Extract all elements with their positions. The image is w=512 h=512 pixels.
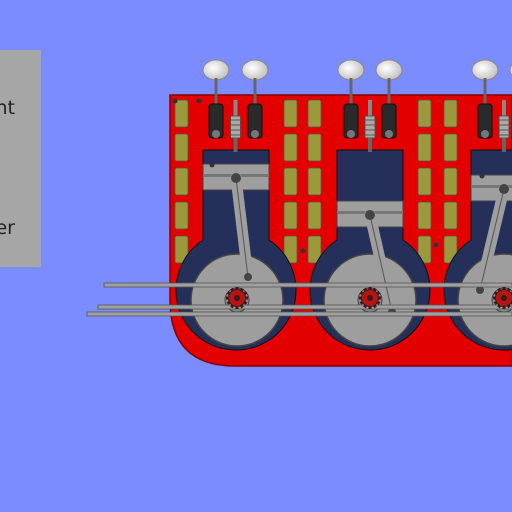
wrist-pin <box>499 184 509 194</box>
cooling-slot <box>307 167 322 196</box>
cooling-slot <box>174 99 189 128</box>
legend-label-1: nt <box>0 97 15 119</box>
cooling-slot <box>417 99 432 128</box>
crank-pin <box>244 273 252 281</box>
crank-pin <box>476 286 484 294</box>
wrist-pin <box>231 173 241 183</box>
valve-stem <box>253 78 257 104</box>
valve-stem <box>214 78 218 104</box>
cooling-slot <box>443 201 458 230</box>
cylinder-unit-3 <box>443 149 512 351</box>
rivet <box>209 162 215 168</box>
spark-plug-tip <box>368 100 372 116</box>
valve-stem <box>349 78 353 104</box>
drive-rods <box>86 282 512 317</box>
cooling-slot <box>417 235 432 264</box>
valve-cap <box>241 59 269 81</box>
cylinder-unit-2 <box>309 149 431 351</box>
cooling-slot <box>417 167 432 196</box>
rivets <box>172 98 485 254</box>
valve-stem <box>387 78 391 104</box>
cooling-slot <box>174 133 189 162</box>
wrist-pin <box>365 210 375 220</box>
valve-icon <box>337 59 365 139</box>
valves <box>202 59 512 152</box>
cooling-slot <box>443 133 458 162</box>
connecting-rod-edge <box>235 177 249 278</box>
drive-rod-3 <box>86 311 512 317</box>
valve-seat <box>212 130 220 138</box>
spark-plug-icon <box>229 100 242 152</box>
spark-plug-icon <box>364 100 376 152</box>
drive-rod-2 <box>97 304 512 310</box>
valve-icon <box>375 59 403 139</box>
spark-plug-electrode <box>502 138 506 152</box>
cooling-slot <box>443 99 458 128</box>
cooling-slot <box>443 167 458 196</box>
valve-seat <box>251 130 259 138</box>
valve-cap <box>375 59 403 81</box>
gear-icon <box>359 287 381 309</box>
gear-axle <box>234 295 240 301</box>
cooling-slot <box>174 167 189 196</box>
cooling-slot <box>174 201 189 230</box>
valve-stem <box>483 78 487 104</box>
cooling-slot <box>283 133 298 162</box>
cooling-slot <box>307 235 322 264</box>
cylinders <box>175 149 512 351</box>
cooling-slot <box>283 201 298 230</box>
cooling-slot <box>417 133 432 162</box>
spark-plug-electrode <box>233 138 238 152</box>
gear-axle <box>501 295 507 301</box>
valve-cap <box>471 59 499 81</box>
rivet <box>300 248 306 254</box>
valve-icon <box>241 59 269 139</box>
spark-plug-electrode <box>368 138 372 152</box>
cooling-slot <box>174 235 189 264</box>
cooling-slots <box>174 99 458 264</box>
valve-seat <box>481 130 489 138</box>
crank-wheel-icon <box>457 253 512 347</box>
connecting-rod-edge <box>369 214 393 313</box>
spark-plug-tip <box>502 100 506 116</box>
cooling-slot <box>283 167 298 196</box>
cooling-slot <box>283 235 298 264</box>
spark-plug-icon <box>498 100 510 152</box>
piston-ring <box>471 185 512 188</box>
rivet <box>196 98 202 104</box>
valve-seat <box>385 130 393 138</box>
legend-label-2: er <box>0 217 15 239</box>
cooling-slot <box>307 133 322 162</box>
valve-icon <box>471 59 499 139</box>
rivet <box>172 98 178 104</box>
rivet <box>433 242 439 248</box>
cooling-slot <box>307 99 322 128</box>
valve-icon <box>202 59 230 139</box>
cooling-slot <box>417 201 432 230</box>
gear-icon <box>226 287 248 309</box>
rivet <box>479 173 485 179</box>
connecting-rod-edge <box>479 188 505 291</box>
gear-icon <box>493 287 512 309</box>
gear-axle <box>367 295 373 301</box>
legend-panel: nt er <box>0 50 41 267</box>
valve-cap <box>337 59 365 81</box>
spark-plug-tip <box>233 100 238 116</box>
valve-cap <box>202 59 230 81</box>
cooling-slot <box>283 99 298 128</box>
drive-rod-1 <box>103 282 512 288</box>
valve-seat <box>347 130 355 138</box>
gears <box>226 287 512 309</box>
cooling-slot <box>307 201 322 230</box>
